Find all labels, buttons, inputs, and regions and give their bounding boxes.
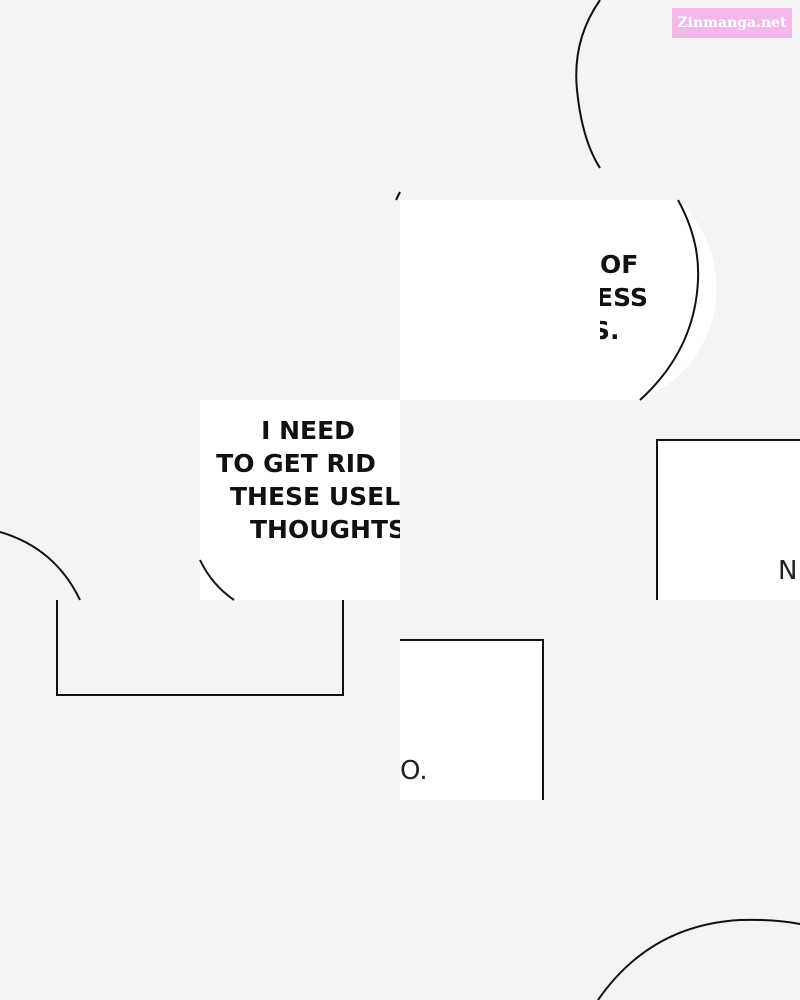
narration-box-right-fill xyxy=(657,440,800,600)
speech-line: THESE USELE xyxy=(230,482,400,511)
narration-box-mid xyxy=(400,639,544,800)
speech-bubble-center-outline xyxy=(199,559,235,601)
narration-box-right xyxy=(656,439,800,600)
speech-text-center: I NEED TO GET RID THESE USELE THOUGHTS xyxy=(200,414,400,554)
speech-line: ESS xyxy=(600,283,646,312)
speech-line: THOUGHTS xyxy=(250,515,400,544)
speech-line: I NEED xyxy=(261,416,355,445)
narration-box-left xyxy=(56,600,344,696)
narration-text-mid: O. xyxy=(400,756,428,786)
narration-box-mid-fill xyxy=(400,640,543,800)
speech-line: TO GET RID xyxy=(216,449,376,478)
speech-bubble-right-fill xyxy=(600,200,717,400)
speech-line: OF xyxy=(600,250,639,279)
stroke-fragment xyxy=(395,191,401,201)
speech-bubble-left-outline xyxy=(0,531,81,601)
speech-text-right: OF ESS S. xyxy=(600,248,646,347)
speech-bubble-right-outline xyxy=(639,199,700,401)
narration-text-right: N xyxy=(778,556,798,586)
watermark: Zinmanga.net xyxy=(672,8,792,38)
speech-bubble-tile-right xyxy=(400,200,600,400)
speech-line: S. xyxy=(600,316,620,345)
speech-bubble-tile-center xyxy=(200,400,400,600)
speech-bubble-bottom-outline xyxy=(597,918,800,1000)
speech-bubble-top-outline xyxy=(575,0,601,169)
